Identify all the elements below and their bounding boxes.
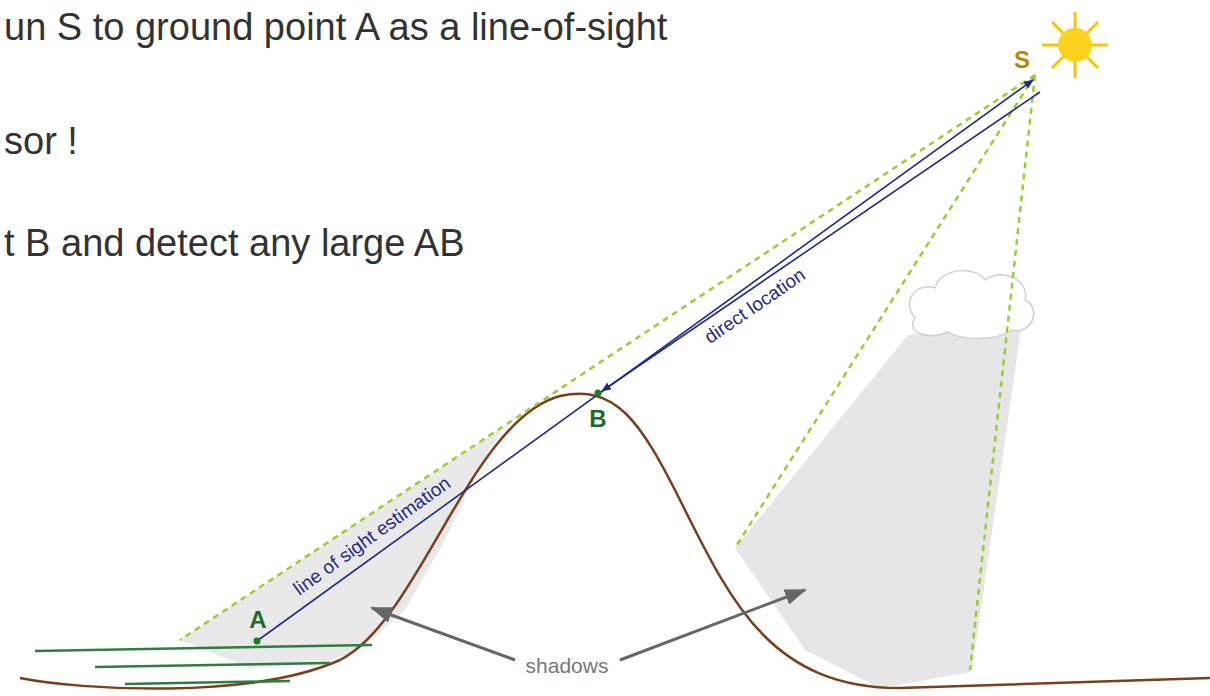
- sun-label: S: [1014, 46, 1030, 74]
- slide-text: t B and detect any large AB: [4, 222, 465, 266]
- sun-rays: [180, 75, 1035, 670]
- shadow-left: [180, 427, 503, 668]
- water: [35, 645, 372, 684]
- shadow-label: shadows: [523, 654, 612, 678]
- point-b: [595, 390, 602, 397]
- slide-text: sor !: [4, 120, 78, 164]
- cloud: [909, 271, 1033, 339]
- point-label: B: [589, 405, 606, 433]
- line-label: direct location: [700, 264, 809, 348]
- shadow-right: [735, 322, 1022, 688]
- point-a: [254, 638, 261, 645]
- terrain: [20, 394, 1210, 689]
- line-of-sight: [257, 80, 1033, 641]
- direct-location-line: [602, 92, 1040, 391]
- sun: [1042, 12, 1108, 78]
- slide-text: un S to ground point A as a line-of-sigh…: [4, 6, 667, 50]
- point-label: A: [249, 606, 266, 634]
- shadow-pointer: [372, 608, 515, 660]
- shadow-pointer: [620, 590, 805, 660]
